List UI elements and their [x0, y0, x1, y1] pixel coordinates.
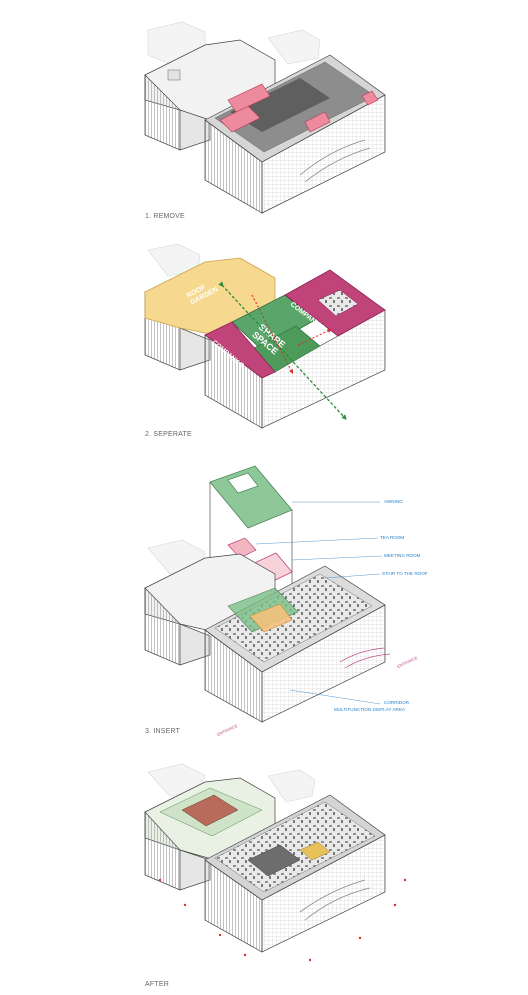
meeting-room-label: MEETING ROOM	[384, 553, 421, 558]
step-4-caption: AFTER	[145, 981, 169, 988]
red-markers	[158, 878, 407, 962]
right-building-block	[204, 794, 386, 953]
right-building-block	[204, 565, 391, 723]
step-1-caption: 1. REMOVE	[145, 213, 185, 220]
awning-label: AWNING	[384, 499, 403, 504]
display-area-label: MULTIFUNCTION DISPLAY AREA	[334, 707, 406, 712]
step-1-remove-diagram: 1. REMOVE	[144, 21, 386, 220]
right-building-block	[204, 54, 386, 214]
tea-room-element	[227, 537, 257, 559]
entrance-left-label: ENTRANCE	[216, 723, 238, 737]
step-3-caption: 3. INSERT	[145, 728, 181, 735]
awning-element	[209, 465, 293, 620]
step-2-seperate-diagram: ROOFGARDEN SHARESPACE COMPANY A COMPANY …	[144, 243, 386, 438]
tea-room-label: TEA ROOM	[380, 535, 404, 540]
annotation-leaders	[255, 501, 383, 705]
corridor-label: CORRIDOR	[384, 700, 410, 705]
removed-parts-highlight	[219, 83, 379, 133]
circulation-arrows	[218, 281, 347, 420]
stair-label: STAIR TO THE ROOF	[382, 571, 428, 576]
step-2-caption: 2. SEPERATE	[145, 431, 192, 438]
entrance-right-label: ENTRANCE	[396, 655, 418, 669]
step-4-after-diagram: AFTER	[144, 763, 407, 988]
step-3-insert-diagram: AWNING TEA ROOM MEETING ROOM STAIR TO TH…	[144, 465, 428, 737]
left-building-block	[144, 777, 276, 891]
